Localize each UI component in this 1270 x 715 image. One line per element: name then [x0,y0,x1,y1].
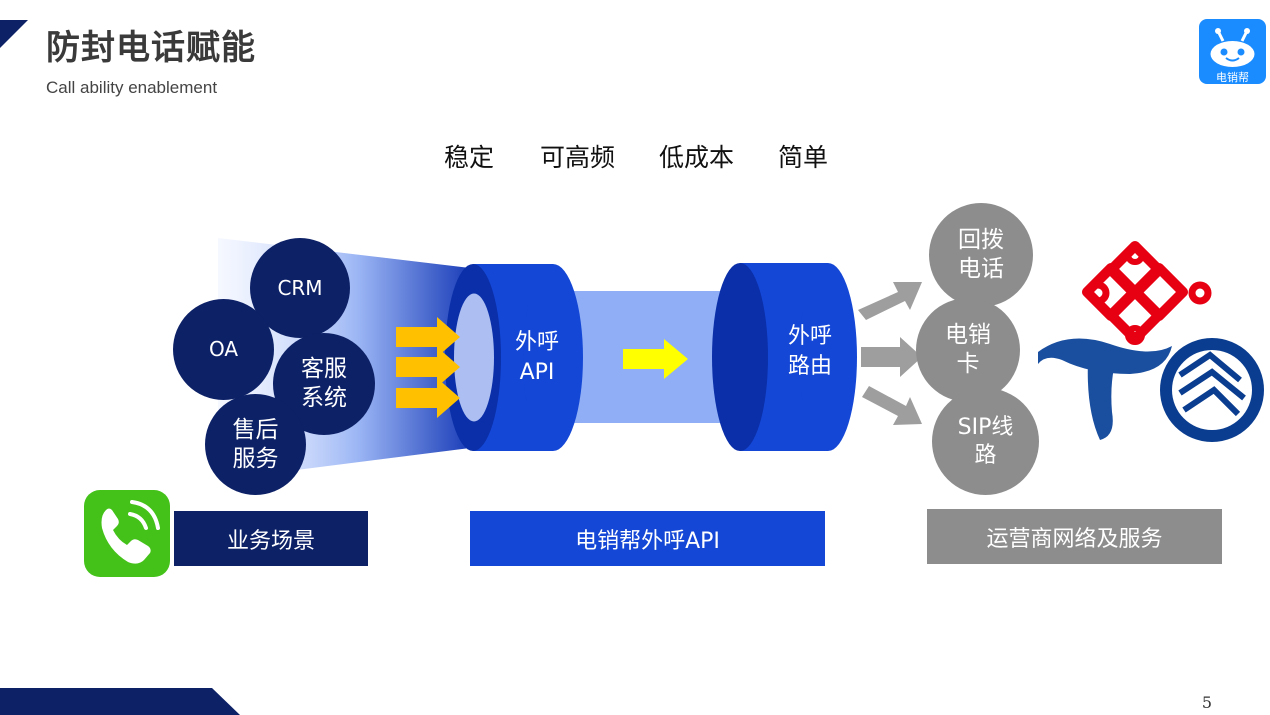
circle-sip-line: SIP线 路 [932,388,1039,495]
corner-triangle-top [0,20,28,48]
label-business-scenarios: 业务场景 [174,511,368,566]
circle-callback: 回拨 电话 [929,203,1033,307]
circle-sales-card: 电销 卡 [916,298,1020,402]
left-cylinder [445,264,583,451]
page-subtitle: Call ability enablement [46,78,218,97]
keyword-low-cost: 低成本 [659,143,735,172]
orange-arrows [396,317,460,418]
yellow-arrow [623,339,688,379]
china-mobile-logo [1160,338,1264,442]
gray-arrows [858,282,922,425]
right-cylinder-label: 外呼 路由 [787,324,832,379]
china-telecom-logo [1038,338,1172,440]
phone-app-icon [84,490,170,577]
keyword-simple: 简单 [778,143,829,172]
circle-callback-label: 回拨 电话 [958,227,1004,282]
keyword-stable: 稳定 [444,143,495,172]
circle-sip-line-label: SIP线 路 [957,415,1014,468]
page-number: 5 [1201,693,1212,712]
right-cylinder [712,263,857,451]
label-outbound-api: 电销帮外呼API [470,511,825,566]
circle-crm: CRM [250,238,350,338]
circle-customer-service-label: 客服 系统 [301,356,347,411]
circle-oa-label: OA [208,337,239,361]
logo-caption: 电销帮 [1216,71,1249,84]
left-cylinder-label: 外呼 API [514,330,559,385]
china-unicom-logo [1081,240,1212,345]
keyword-high-frequency: 可高频 [540,143,616,172]
circle-crm-label: CRM [277,275,323,300]
page-title: 防封电话赋能 [46,28,256,68]
brand-logo: 电销帮 [1199,19,1266,84]
circle-oa: OA [173,299,274,400]
circle-after-sales: 售后 服务 [205,394,306,495]
circle-sales-card-label: 电销 卡 [945,322,991,377]
circle-after-sales-label: 售后 服务 [232,416,279,472]
robot-logo-icon [1199,19,1266,84]
bottom-band [0,688,240,715]
label-carrier-network: 运营商网络及服务 [927,509,1222,564]
